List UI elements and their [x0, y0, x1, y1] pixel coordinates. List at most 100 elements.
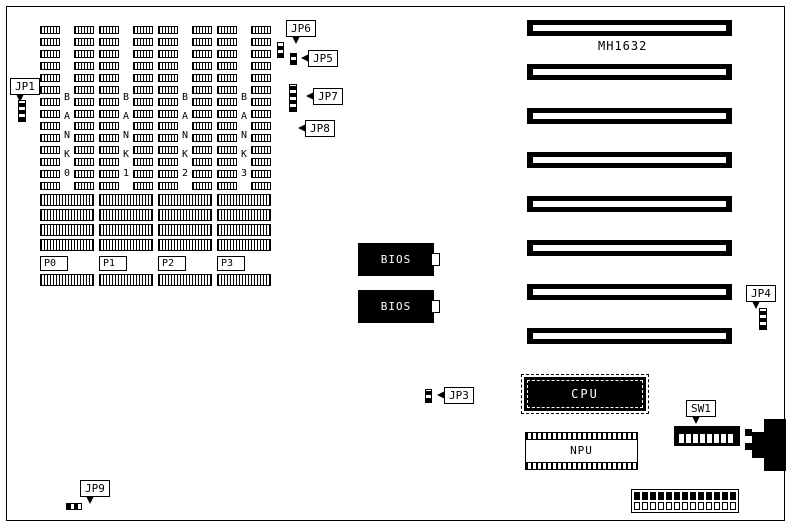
dram-chip: [192, 170, 212, 178]
dram-chip: [192, 98, 212, 106]
dram-chip: [192, 134, 212, 142]
dram-chip: [158, 182, 178, 190]
dram-chip: [99, 158, 119, 166]
dram-chip: [217, 182, 237, 190]
expansion-slot-5: [527, 196, 732, 212]
memory-bank-2: BANK2 P2: [158, 26, 212, 286]
dram-chip-row: [40, 239, 94, 251]
header-pin: [730, 492, 736, 500]
dram-chip-row: [217, 224, 271, 236]
bank-1-sockets: BANK1: [99, 26, 153, 190]
dram-chip: [158, 170, 178, 178]
dram-chip: [74, 26, 94, 34]
header-pin: [690, 492, 696, 500]
jp6-label: JP6: [286, 20, 316, 44]
dram-chip: [217, 110, 237, 118]
jp7-label: JP7: [306, 88, 343, 105]
header-pin: [634, 492, 640, 500]
dram-chip-column: [74, 26, 94, 190]
dram-chip-rows: [40, 194, 94, 251]
header-pin: [674, 492, 680, 500]
dip-switch-segment: [707, 434, 712, 443]
header-pin: [690, 502, 696, 510]
dram-chip: [74, 74, 94, 82]
expansion-slot-1: [527, 20, 732, 36]
dram-chip: [192, 38, 212, 46]
header-pin: [674, 502, 680, 510]
bios-chip-bottom: BIOS: [358, 290, 440, 323]
dram-chip: [251, 62, 271, 70]
npu-label: NPU: [570, 444, 593, 457]
header-pin: [698, 502, 704, 510]
keyboard-connector-bump: [752, 432, 764, 458]
dram-chip: [99, 62, 119, 70]
bank-2-sockets: BANK2: [158, 26, 212, 190]
dram-chip: [251, 146, 271, 154]
dram-chip: [40, 170, 60, 178]
port-label-p1: P1: [99, 256, 127, 271]
dram-chip: [158, 122, 178, 130]
memory-bank-0: BANK0 P0: [40, 26, 94, 286]
board-outline: [6, 6, 785, 521]
dram-chip-row: [40, 274, 94, 286]
dram-chip: [251, 74, 271, 82]
dram-chip: [217, 74, 237, 82]
dip-switch-segment: [728, 434, 733, 443]
expansion-slot-3: [527, 108, 732, 124]
dram-chip: [74, 158, 94, 166]
dram-chip: [99, 122, 119, 130]
dram-chip: [217, 134, 237, 142]
dram-chip: [133, 122, 153, 130]
dram-chip: [251, 26, 271, 34]
dram-chip: [192, 110, 212, 118]
dram-chip: [251, 158, 271, 166]
dram-chip: [217, 38, 237, 46]
header-pin: [706, 492, 712, 500]
dram-chip: [40, 50, 60, 58]
bios-bottom-notch: [431, 300, 440, 313]
dram-chip: [74, 62, 94, 70]
dram-chip: [133, 86, 153, 94]
bios-top-label: BIOS: [380, 253, 412, 266]
dram-chip-row: [217, 239, 271, 251]
dram-chip: [40, 110, 60, 118]
header-pin: [666, 492, 672, 500]
dram-chip: [99, 98, 119, 106]
dram-chip: [99, 74, 119, 82]
header-pin: [722, 502, 728, 510]
sw1-label: SW1: [686, 400, 716, 424]
jp1-label: JP1: [10, 78, 40, 102]
header-pin: [682, 492, 688, 500]
dram-chip-row: [99, 209, 153, 221]
port-label-p2: P2: [158, 256, 186, 271]
jp3-label: JP3: [437, 387, 474, 404]
jp9-label: JP9: [80, 480, 110, 504]
dip-switch-segment: [679, 434, 684, 443]
dram-chip: [40, 74, 60, 82]
dram-chip: [192, 122, 212, 130]
header-pin: [642, 492, 648, 500]
dram-chip-column: [133, 26, 153, 190]
dram-chip: [133, 26, 153, 34]
jp4-jumper: [759, 308, 767, 330]
connector-pad: [745, 429, 752, 436]
header-pin: [650, 492, 656, 500]
dram-chip: [133, 158, 153, 166]
dram-chip: [192, 182, 212, 190]
dram-chip: [74, 110, 94, 118]
bank-0-label: BANK0: [63, 92, 71, 179]
dram-chip: [40, 98, 60, 106]
dram-chip: [217, 62, 237, 70]
bios-chip-top: BIOS: [358, 243, 440, 276]
dram-chip: [74, 86, 94, 94]
dip-switch-segment: [686, 434, 691, 443]
expansion-slot-area: [527, 20, 732, 344]
dram-chip-row: [158, 224, 212, 236]
dram-chip: [74, 134, 94, 142]
header-pin: [634, 502, 640, 510]
jp5-label: JP5: [301, 50, 338, 67]
dram-chip: [158, 38, 178, 46]
header-pin: [650, 502, 656, 510]
dip-switch-segment: [714, 434, 719, 443]
